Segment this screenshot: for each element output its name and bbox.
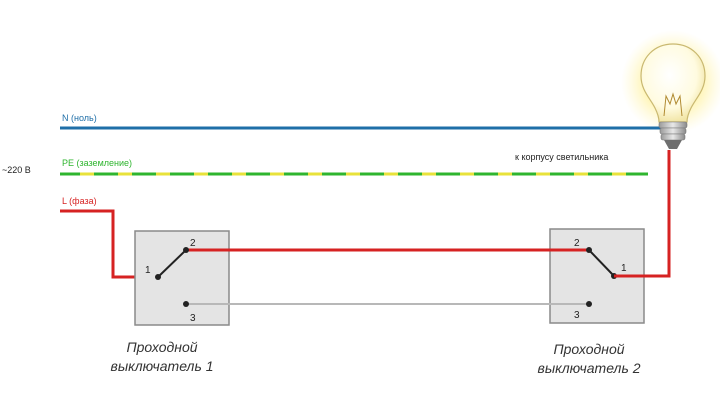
phase-wire-to-lamp — [614, 150, 671, 278]
switch-1-caption-line1: Проходной — [126, 339, 197, 355]
switch-2-terminal-3-label: 3 — [574, 310, 580, 321]
ground-note: к корпусу светильника — [515, 152, 608, 162]
switch-1-terminal-3-label: 3 — [190, 313, 196, 324]
phase-label: L (фаза) — [62, 196, 97, 206]
switch-1-terminal-2 — [183, 247, 189, 253]
switch-1-terminal-2-label: 2 — [190, 238, 196, 249]
switch-2-terminal-1-label: 1 — [621, 263, 627, 274]
light-bulb-icon — [640, 43, 706, 149]
switch-2-terminal-2-label: 2 — [574, 238, 580, 249]
switch-2-caption-line2: выключатель 2 — [538, 360, 641, 376]
neutral-label: N (ноль) — [62, 113, 97, 123]
switch-1-caption-line2: выключатель 1 — [111, 358, 214, 374]
switch-2-caption-line1: Проходной — [553, 341, 624, 357]
switch-1-terminal-1-label: 1 — [145, 265, 151, 276]
switch-2-lever — [588, 249, 615, 277]
switch-1-terminal-1 — [155, 274, 161, 280]
switch-2-terminal-3 — [586, 301, 592, 307]
switch-1-lever — [157, 249, 187, 278]
switch-1-body — [134, 230, 230, 326]
switch-2-terminal-2 — [586, 247, 592, 253]
switch-1-terminal-3 — [183, 301, 189, 307]
ground-label: PE (заземление) — [62, 158, 132, 168]
voltage-label: ~220 В — [2, 165, 31, 175]
